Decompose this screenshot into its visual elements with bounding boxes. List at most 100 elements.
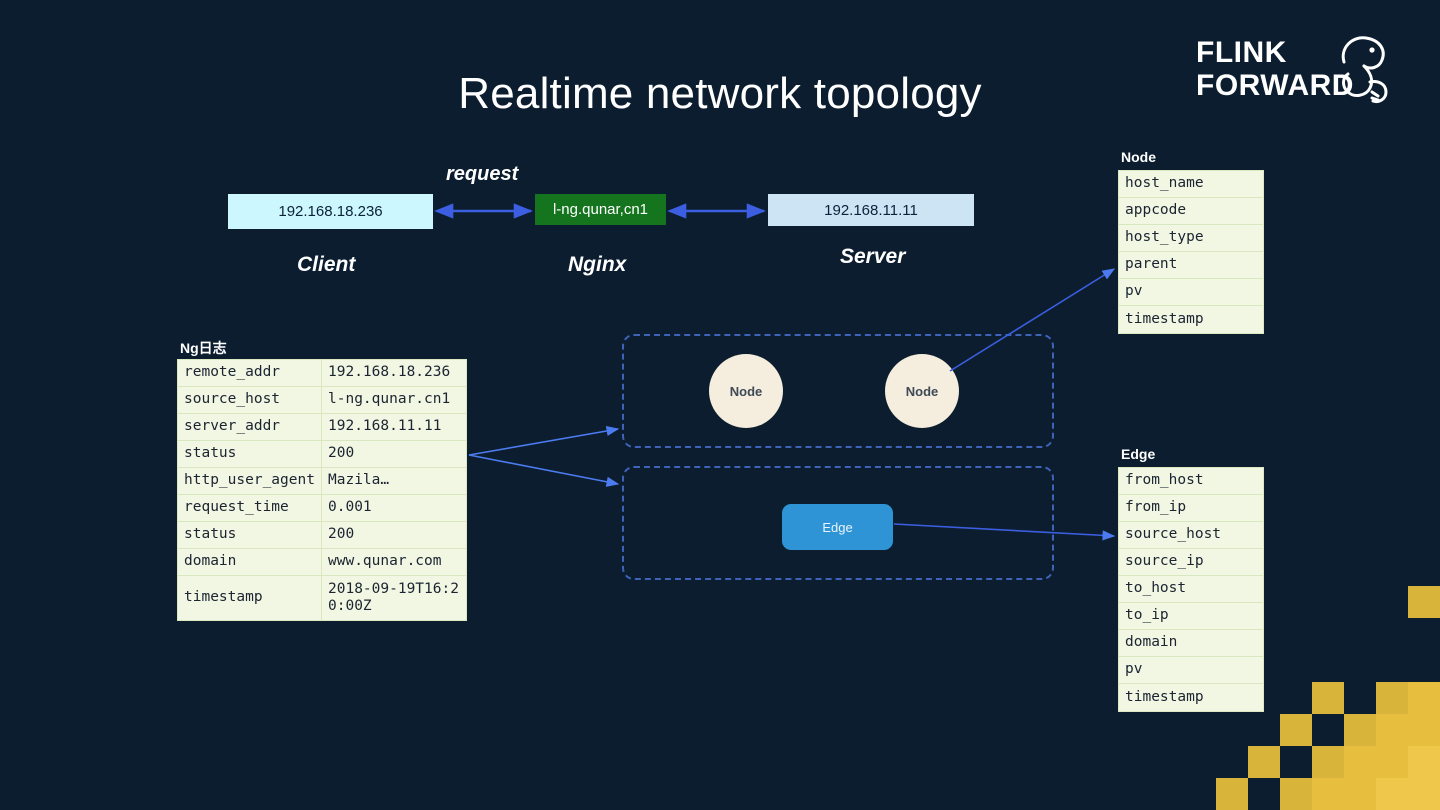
table-row: to_host [1119,576,1263,603]
decorative-square [1248,746,1280,778]
log-field-name: domain [178,549,322,575]
table-row: to_ip [1119,603,1263,630]
decorative-square [1312,746,1344,778]
arrow-log-to-edges [468,454,620,487]
log-field-name: request_time [178,495,322,521]
log-field-name: source_host [178,387,322,413]
decorative-square [1408,682,1440,714]
edge-schema-field: source_host [1125,526,1222,543]
table-row: request_time 0.001 [178,495,466,522]
node-schema-field: appcode [1125,202,1187,219]
graph-node-circle: Node [709,354,783,428]
log-field-value: Mazila… [328,472,390,489]
table-row: timestamp [1119,684,1263,711]
table-row: server_addr 192.168.11.11 [178,414,466,441]
decorative-square [1344,714,1376,746]
table-row: pv [1119,657,1263,684]
graph-node-circle: Node [885,354,959,428]
table-row: remote_addr 192.168.18.236 [178,360,466,387]
table-row: status 200 [178,522,466,549]
table-row: domain www.qunar.com [178,549,466,576]
nginx-box: l-ng.qunar,cn1 [535,194,666,225]
arrow-log-to-nodes [468,425,620,456]
client-box: 192.168.18.236 [228,194,433,229]
decorative-square [1312,682,1344,714]
edge-schema-caption: Edge [1121,446,1156,462]
decorative-square [1408,586,1440,618]
page-title: Realtime network topology [458,69,982,118]
table-row: domain [1119,630,1263,657]
table-row: appcode [1119,198,1263,225]
table-row: http_user_agent Mazila… [178,468,466,495]
ng-log-caption: Ng日志 [180,340,227,356]
edge-schema-field: to_ip [1125,607,1169,624]
logo-line-2: FORWARD [1196,69,1354,102]
node-schema-field: parent [1125,256,1178,273]
log-field-name: http_user_agent [178,468,322,494]
decorative-square [1408,778,1440,810]
server-label: Server [840,245,906,268]
nginx-label: Nginx [568,253,627,276]
edge-schema-table: from_host from_ip source_host source_ip to_h… [1118,467,1264,712]
log-field-value: 192.168.18.236 [328,364,451,381]
decorative-square [1376,682,1408,714]
node-schema-field: host_name [1125,175,1204,192]
table-row: parent [1119,252,1263,279]
log-field-value: 2018-09-19T16:20:00Z [328,580,459,614]
edge-schema-field: timestamp [1125,688,1204,705]
table-row: host_type [1119,225,1263,252]
node-schema-caption: Node [1121,149,1156,165]
table-row: host_name [1119,171,1263,198]
log-field-value: l-ng.qunar.cn1 [328,391,451,408]
log-field-name: remote_addr [178,360,322,386]
node-schema-field: pv [1125,283,1143,300]
decorative-square [1376,746,1408,778]
log-field-name: status [178,441,322,467]
decorative-square [1216,778,1248,810]
decorative-square [1408,746,1440,778]
log-field-value: 0.001 [328,499,372,516]
decorative-square [1376,714,1408,746]
decorative-square [1280,778,1312,810]
flink-forward-logo: FLINK FORWARD [1196,36,1396,108]
log-field-name: server_addr [178,414,322,440]
nodes-container [622,334,1054,448]
graph-edge-box: Edge [782,504,893,550]
node-schema-field: timestamp [1125,310,1204,327]
log-field-value: 192.168.11.11 [328,418,442,435]
squirrel-icon [1341,36,1388,103]
edge-schema-field: to_host [1125,580,1187,597]
node-schema-field: host_type [1125,229,1204,246]
decorative-square [1344,778,1376,810]
logo-wordmark: FLINK FORWARD [1196,36,1354,102]
log-field-value: 200 [328,526,355,543]
table-row: source_host l-ng.qunar.cn1 [178,387,466,414]
logo-line-1: FLINK [1196,36,1287,69]
table-row: status 200 [178,441,466,468]
decorative-square [1280,714,1312,746]
table-row: from_ip [1119,495,1263,522]
edge-schema-field: pv [1125,661,1143,678]
client-label: Client [297,253,356,276]
table-row: timestamp [1119,306,1263,333]
edge-schema-field: from_host [1125,472,1204,489]
log-field-value: www.qunar.com [328,553,442,570]
server-box: 192.168.11.11 [768,194,974,226]
table-row: source_host [1119,522,1263,549]
log-field-value: 200 [328,445,355,462]
ng-log-table: remote_addr 192.168.18.236 source_host l-ng… [177,359,467,621]
edge-schema-field: from_ip [1125,499,1187,516]
decorative-square [1408,714,1440,746]
table-row: pv [1119,279,1263,306]
table-row: source_ip [1119,549,1263,576]
log-field-name: status [178,522,322,548]
edge-schema-field: domain [1125,634,1178,651]
edges-container [622,466,1054,580]
decorative-square [1344,746,1376,778]
log-field-name: timestamp [178,576,322,620]
decorative-square [1376,778,1408,810]
edge-schema-field: source_ip [1125,553,1204,570]
